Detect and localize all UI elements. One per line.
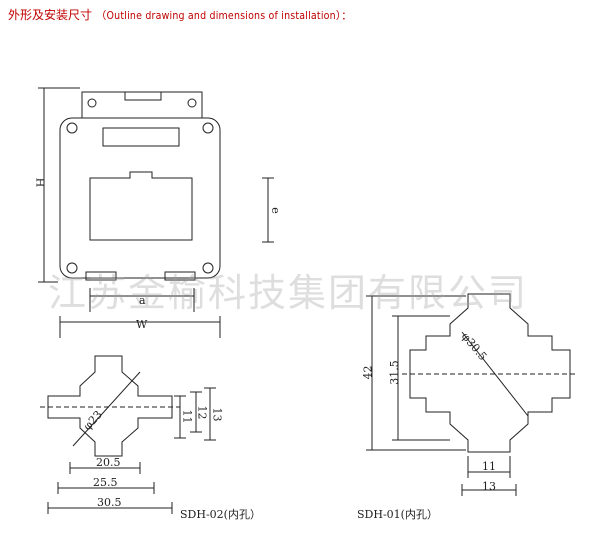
label-b11: 11 bbox=[482, 460, 496, 473]
dim-a bbox=[89, 288, 195, 312]
label-30-5: 30.5 bbox=[97, 496, 122, 509]
label-42: 42 bbox=[361, 365, 375, 380]
title-en: （Outline drawing and dimensions of insta… bbox=[95, 10, 352, 22]
label-b13: 13 bbox=[482, 480, 496, 493]
caption-sdh02: SDH-02(内孔） bbox=[180, 508, 261, 521]
label-e: e bbox=[268, 207, 282, 214]
label-11: 11 bbox=[180, 409, 194, 424]
label-31-5: 31.5 bbox=[387, 360, 401, 385]
label-25-5: 25.5 bbox=[93, 476, 118, 489]
label-a: a bbox=[139, 294, 146, 307]
sdh01-profile bbox=[366, 293, 578, 496]
watermark: 江苏金榆科技集团有限公司 bbox=[48, 271, 529, 315]
sdh02-profile bbox=[40, 355, 216, 514]
dim-e bbox=[262, 177, 274, 243]
label-13: 13 bbox=[210, 407, 224, 422]
front-view bbox=[59, 91, 221, 281]
page-title: 外形及安装尺寸 （Outline drawing and dimensions … bbox=[8, 6, 352, 23]
dim-W bbox=[59, 316, 221, 338]
title-cn: 外形及安装尺寸 bbox=[8, 8, 93, 22]
label-W: W bbox=[136, 318, 148, 331]
label-20-5: 20.5 bbox=[96, 456, 121, 469]
dim-H bbox=[38, 87, 80, 283]
label-12: 12 bbox=[195, 405, 209, 420]
label-H: H bbox=[34, 177, 48, 188]
caption-sdh01: SDH-01(内孔） bbox=[357, 508, 438, 521]
